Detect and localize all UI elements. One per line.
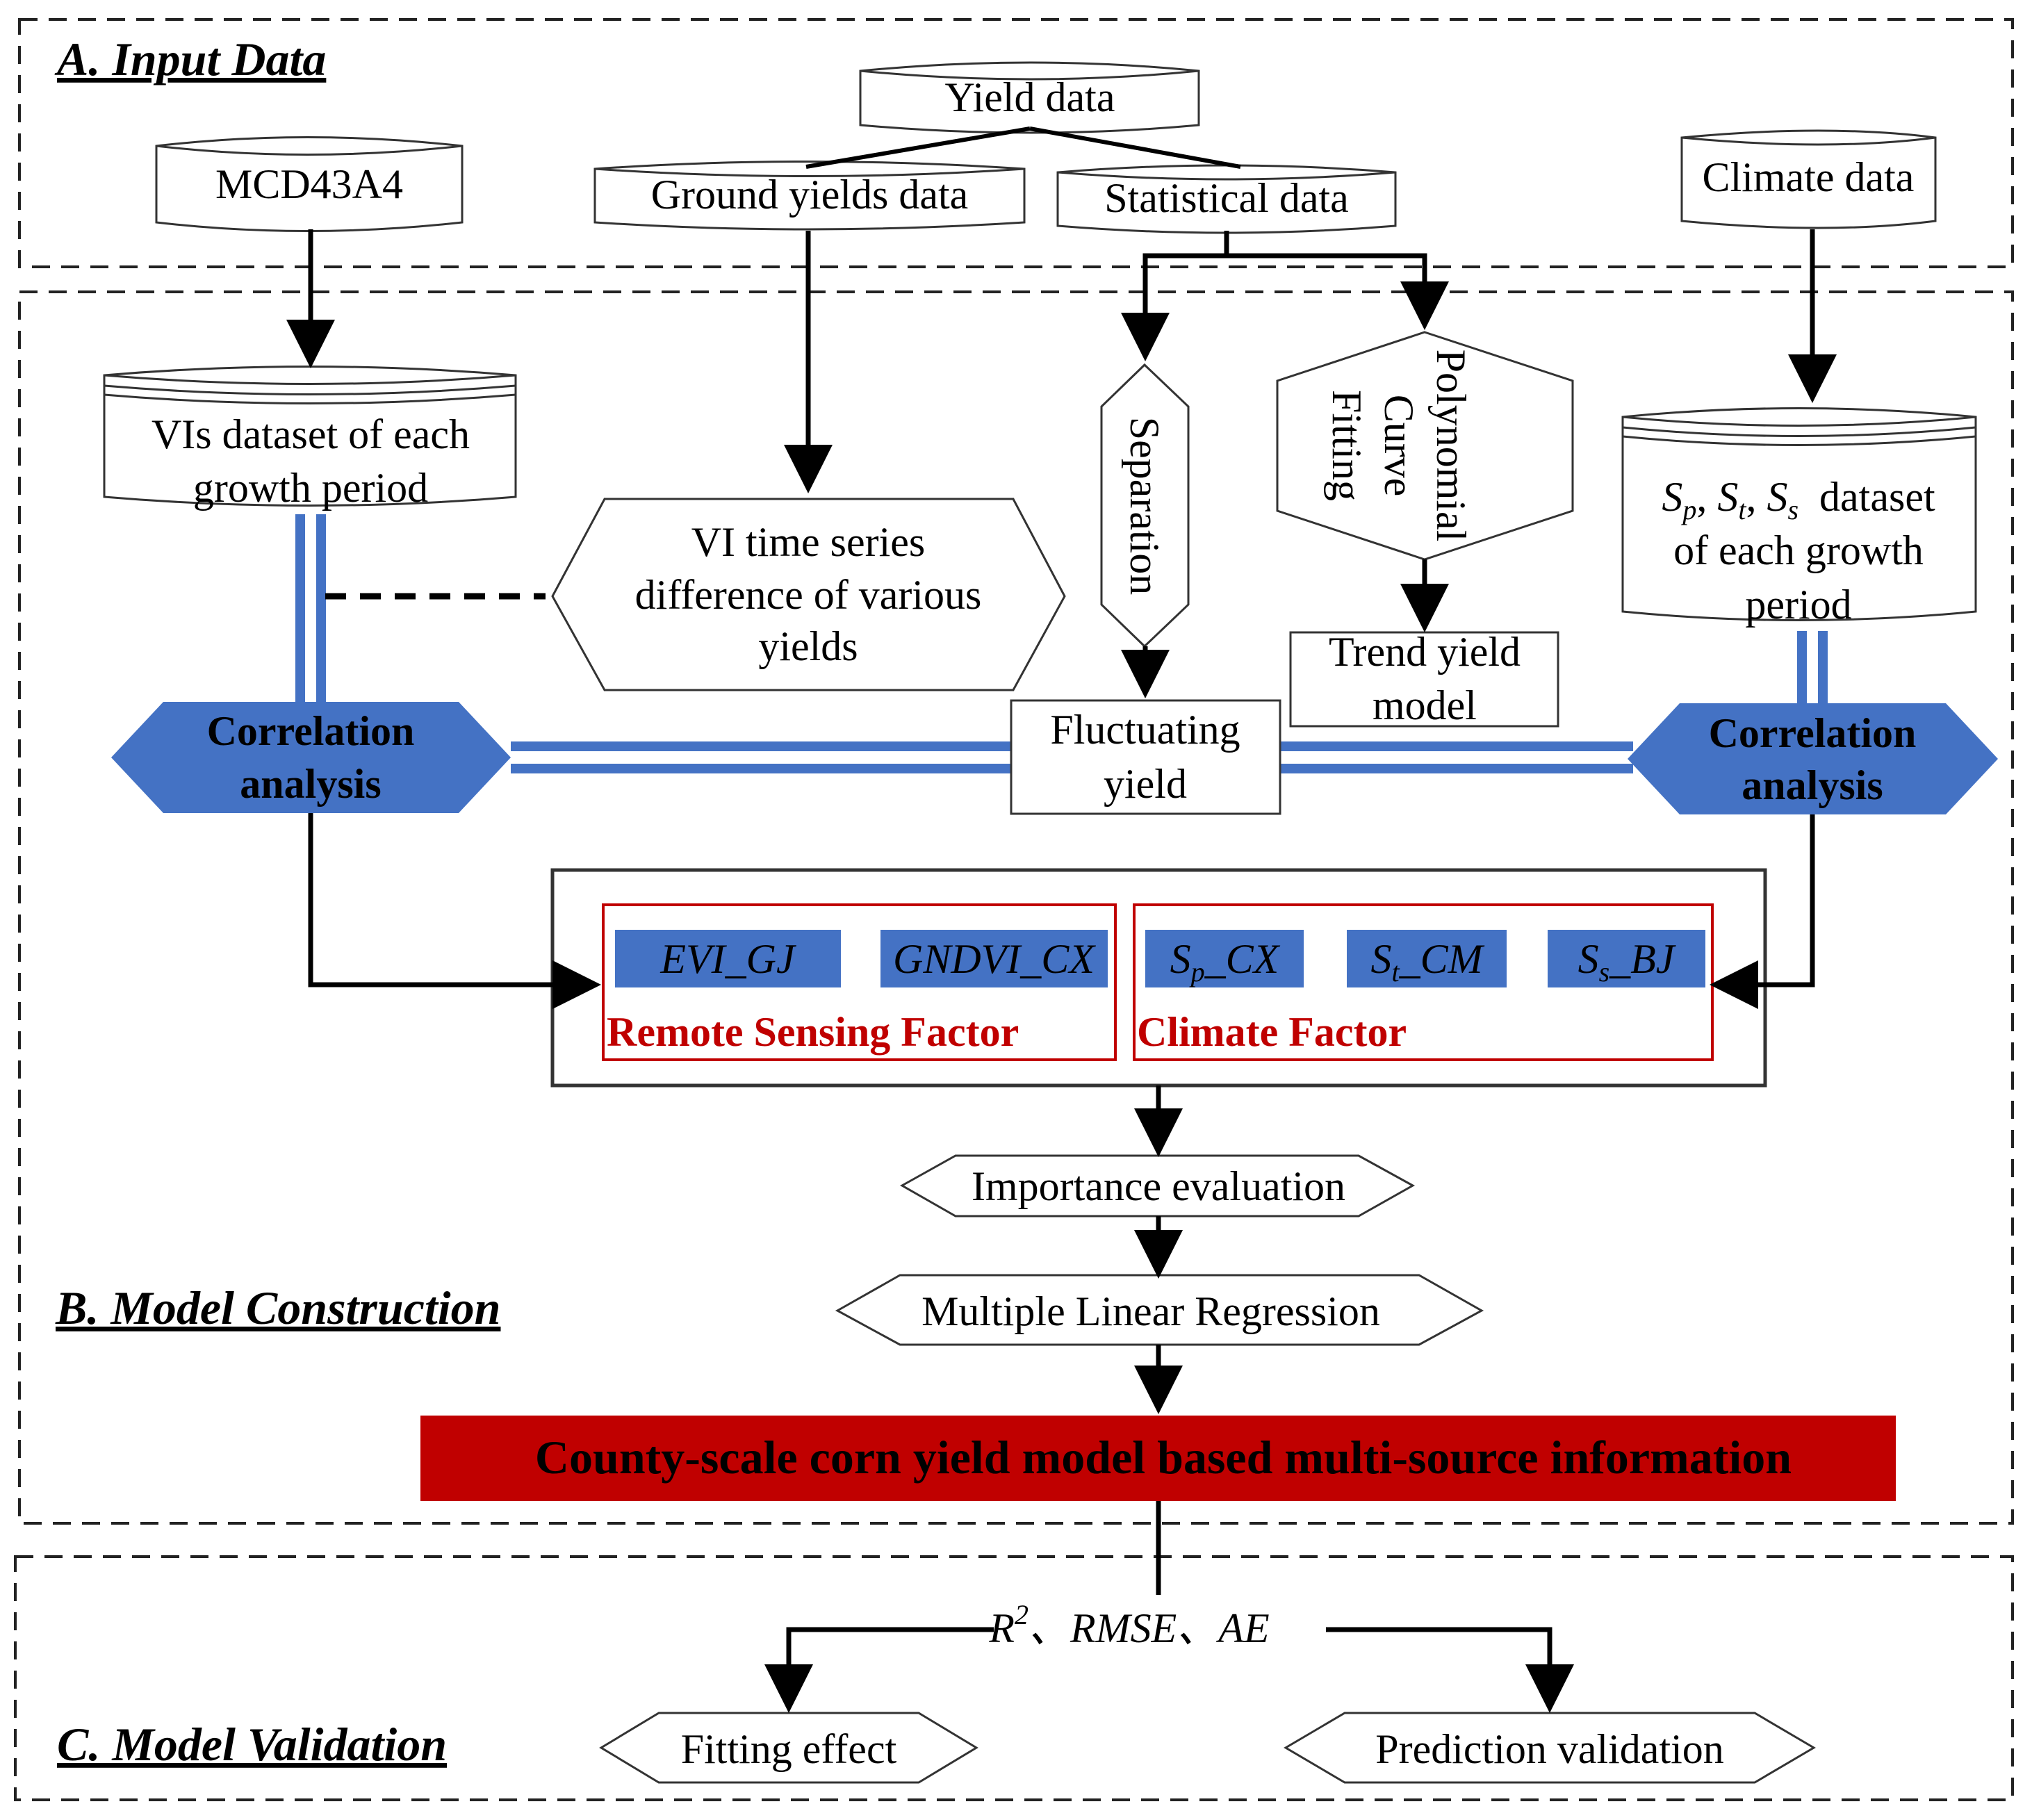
fluctuating-line2: yield	[1104, 761, 1187, 807]
yield-branch-right	[1029, 126, 1241, 169]
climate-dataset-line1: of each growth	[1673, 527, 1924, 573]
factor-ss-bj-label: Ss_BJ	[1578, 936, 1676, 987]
remote-sensing-factor-label: Remote Sensing Factor	[607, 1009, 1019, 1055]
prediction-validation-label: Prediction validation	[1375, 1726, 1724, 1772]
factor-gndvi-cx: GNDVI_CX	[880, 930, 1108, 987]
section-c-frame	[14, 1555, 2014, 1801]
vi-time-series-hexagon: VI time series difference of various yie…	[551, 498, 1066, 691]
final-model-banner: County-scale corn yield model based mult…	[420, 1416, 1896, 1501]
importance-label: Importance evaluation	[972, 1163, 1345, 1209]
factor-ss-bj: Ss_BJ	[1548, 930, 1705, 987]
polynomial-line2: Curve	[1376, 395, 1422, 497]
yield-branch-left	[805, 126, 1031, 169]
section-b-frame	[18, 290, 2014, 1525]
separation-label: Separation	[1122, 417, 1167, 596]
importance-evaluation-shape: Importance evaluation	[899, 1154, 1416, 1218]
correlation-left-line1: Correlation	[207, 708, 415, 754]
factor-evi-gj: EVI_GJ	[615, 930, 841, 987]
fluctuating-yield-box: Fluctuating yield	[1010, 699, 1281, 815]
climate-data-label: Climate data	[1703, 154, 1915, 200]
mlr-shape: Multiple Linear Regression	[835, 1274, 1484, 1346]
vis-dataset-line1: VIs dataset of each	[151, 411, 470, 457]
mcd43a4-cylinder: MCD43A4	[155, 136, 464, 232]
vi-series-line3: yields	[758, 623, 858, 669]
vis-dataset-cylinder: VIs dataset of each growth period	[103, 366, 517, 511]
yield-data-cylinder: Yield data	[859, 61, 1200, 134]
climate-data-cylinder: Climate data	[1680, 129, 1937, 229]
section-b-title: B. Model Construction	[55, 1281, 501, 1334]
ground-yields-cylinder: Ground yields data	[593, 161, 1026, 231]
vi-series-line2: difference of various	[635, 572, 982, 618]
factor-evi-gj-label: EVI_GJ	[659, 936, 796, 982]
section-a-frame	[18, 18, 2014, 268]
factor-sp-cx-label: Sp_CX	[1170, 936, 1281, 987]
remote-sensing-frame	[602, 903, 1117, 1061]
final-model-label: County-scale corn yield model based mult…	[535, 1431, 1792, 1484]
trend-line2: model	[1373, 682, 1477, 728]
section-c-title: C. Model Validation	[57, 1718, 447, 1771]
factor-gndvi-cx-label: GNDVI_CX	[893, 936, 1096, 982]
vis-dataset-line2: growth period	[193, 465, 428, 511]
mlr-label: Multiple Linear Regression	[921, 1288, 1380, 1334]
correlation-left-line2: analysis	[240, 761, 381, 807]
yield-data-label: Yield data	[945, 74, 1115, 120]
section-a-title: A. Input Data	[54, 33, 326, 85]
factor-st-cm: St_CM	[1347, 930, 1507, 987]
climate-dataset-line2: period	[1745, 582, 1851, 628]
factor-sp-cx: Sp_CX	[1145, 930, 1304, 987]
separation-shape: Separation	[1100, 363, 1190, 648]
statistical-data-cylinder: Statistical data	[1056, 164, 1397, 234]
correlation-right-line2: analysis	[1742, 762, 1883, 808]
polynomial-line1: Polynomial	[1428, 350, 1474, 542]
factor-st-cm-label: St_CM	[1370, 936, 1484, 987]
statistical-data-label: Statistical data	[1104, 175, 1349, 221]
climate-dataset-cylinder: Sp, St, Ss dataset of each growth period	[1621, 407, 1977, 628]
trend-yield-box: Trend yield model	[1289, 629, 1559, 728]
blue-double-lines	[295, 514, 1828, 773]
vi-series-line1: VI time series	[691, 519, 926, 565]
correlation-right: Correlation analysis	[1628, 703, 1998, 814]
climate-factor-label: Climate Factor	[1137, 1009, 1407, 1055]
trend-line1: Trend yield	[1329, 629, 1521, 675]
correlation-right-line1: Correlation	[1709, 710, 1917, 756]
mcd43a4-label: MCD43A4	[215, 161, 403, 207]
climate-dataset-line0: Sp, St, Ss dataset	[1662, 474, 1935, 525]
polynomial-hexagon: Polynomial Curve Fitting	[1276, 331, 1574, 561]
fluctuating-line1: Fluctuating	[1050, 707, 1240, 753]
correlation-left: Correlation analysis	[111, 702, 511, 813]
metrics-label: R2、RMSE、AE	[988, 1599, 1269, 1651]
fitting-effect-label: Fitting effect	[681, 1726, 897, 1772]
ground-yields-label: Ground yields data	[651, 172, 969, 218]
flow-arrows	[286, 229, 1837, 1713]
fitting-effect-shape: Fitting effect	[599, 1712, 978, 1784]
prediction-validation-shape: Prediction validation	[1284, 1712, 1816, 1784]
polynomial-line3: Fitting	[1324, 390, 1370, 501]
